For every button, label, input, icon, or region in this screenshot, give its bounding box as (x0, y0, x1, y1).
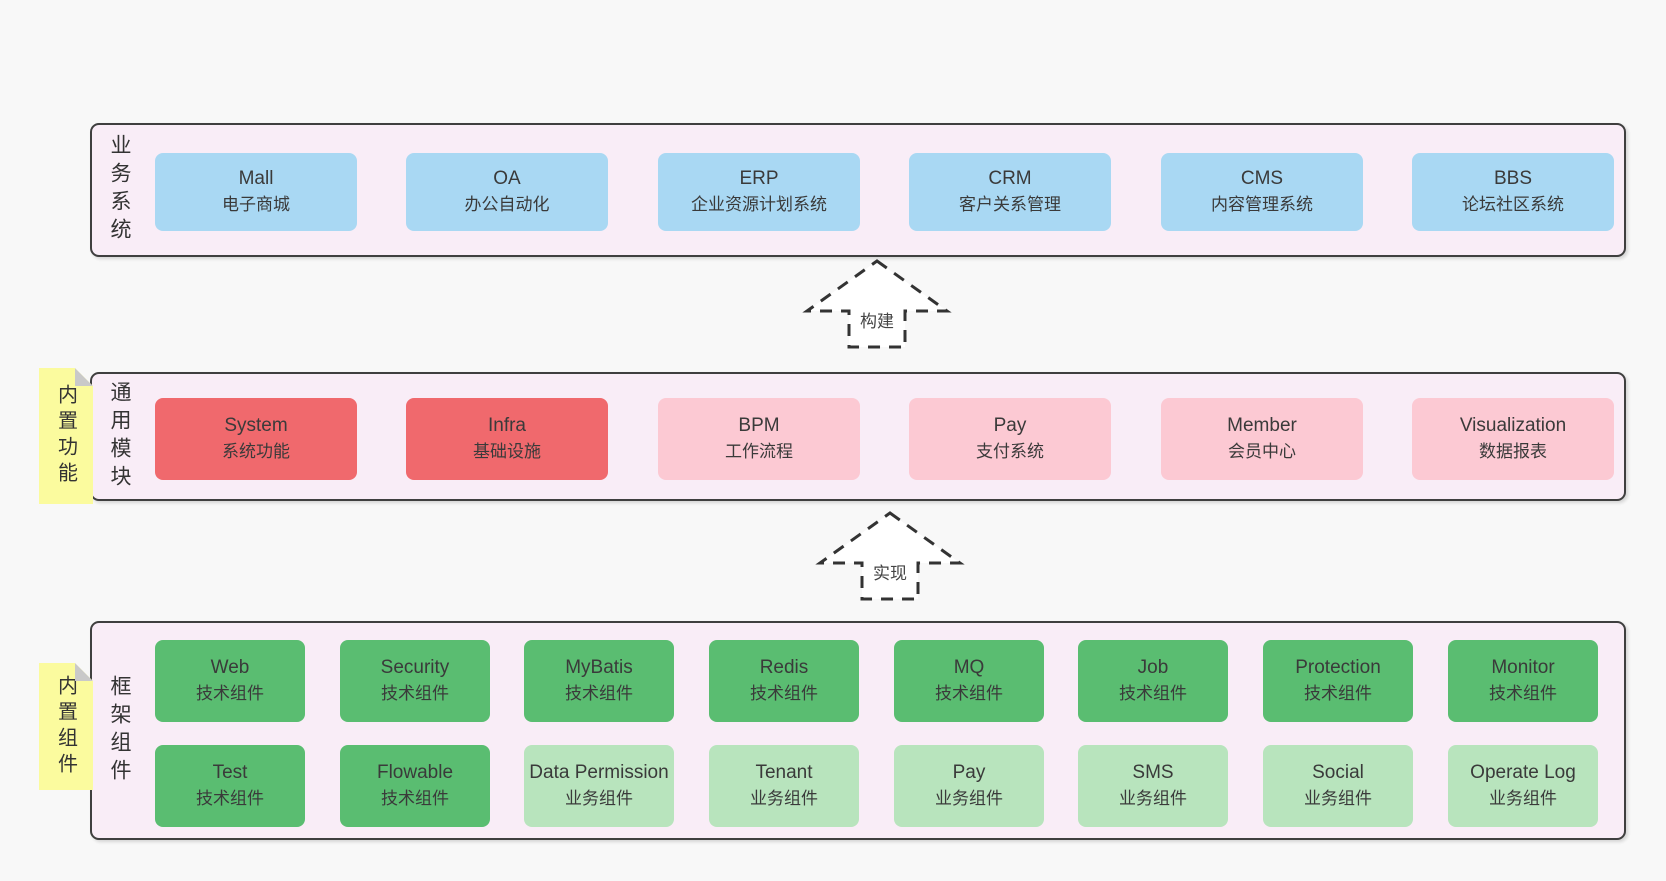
box-pay-component: Pay 业务组件 (894, 745, 1044, 827)
box-system: System 系统功能 (155, 398, 357, 480)
box-oa: OA 办公自动化 (406, 153, 608, 231)
common-modules-layer: 通用模块 System 系统功能 Infra 基础设施 BPM 工作流程 Pay… (90, 372, 1626, 501)
box-bbs: BBS 论坛社区系统 (1412, 153, 1614, 231)
box-pay-module: Pay 支付系统 (909, 398, 1111, 480)
components-layer-label: 框架组件 (108, 674, 131, 787)
up-block-arrow-icon (815, 511, 965, 601)
box-mq: MQ 技术组件 (894, 640, 1044, 722)
box-sms: SMS 业务组件 (1078, 745, 1228, 827)
box-security: Security 技术组件 (340, 640, 490, 722)
box-mybatis: MyBatis 技术组件 (524, 640, 674, 722)
box-web: Web 技术组件 (155, 640, 305, 722)
build-arrow: 构建 (802, 258, 952, 350)
box-test: Test 技术组件 (155, 745, 305, 827)
box-operate-log: Operate Log 业务组件 (1448, 745, 1598, 827)
box-job: Job 技术组件 (1078, 640, 1228, 722)
box-redis: Redis 技术组件 (709, 640, 859, 722)
box-visualization: Visualization 数据报表 (1412, 398, 1614, 480)
business-systems-layer: 业务系统 Mall 电子商城 OA 办公自动化 ERP 企业资源计划系统 CRM… (90, 123, 1626, 257)
modules-layer-label: 通用模块 (108, 380, 131, 493)
builtin-components-note: 内置组件 (39, 663, 93, 790)
build-arrow-label: 构建 (857, 312, 897, 332)
box-mall: Mall 电子商城 (155, 153, 357, 231)
box-protection: Protection 技术组件 (1263, 640, 1413, 722)
builtin-features-note: 内置功能 (39, 368, 93, 504)
box-social: Social 业务组件 (1263, 745, 1413, 827)
box-infra: Infra 基础设施 (406, 398, 608, 480)
implement-arrow-label: 实现 (870, 564, 910, 584)
up-block-arrow-icon (802, 259, 952, 349)
box-crm: CRM 客户关系管理 (909, 153, 1111, 231)
box-member: Member 会员中心 (1161, 398, 1363, 480)
framework-components-layer: 框架组件 Web 技术组件 Security 技术组件 MyBatis 技术组件… (90, 621, 1626, 840)
implement-arrow: 实现 (815, 510, 965, 602)
box-monitor: Monitor 技术组件 (1448, 640, 1598, 722)
box-tenant: Tenant 业务组件 (709, 745, 859, 827)
box-flowable: Flowable 技术组件 (340, 745, 490, 827)
box-erp: ERP 企业资源计划系统 (658, 153, 860, 231)
box-cms: CMS 内容管理系统 (1161, 153, 1363, 231)
box-data-permission: Data Permission 业务组件 (524, 745, 674, 827)
business-layer-label: 业务系统 (108, 134, 131, 246)
box-bpm: BPM 工作流程 (658, 398, 860, 480)
